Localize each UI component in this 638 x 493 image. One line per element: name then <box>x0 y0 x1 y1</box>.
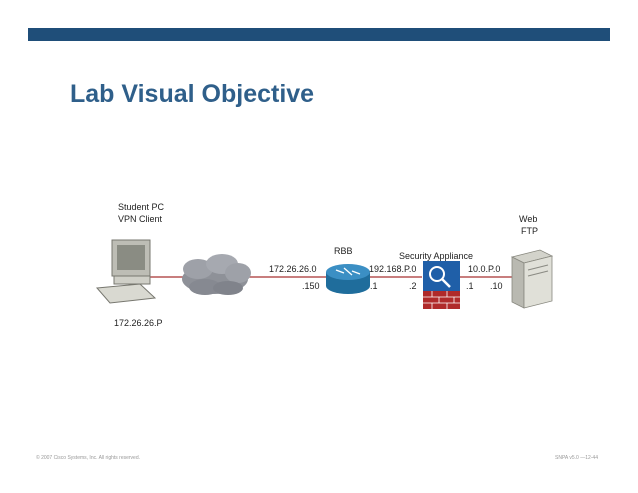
slide-number-footer: SNPA v5.0 —12-44 <box>555 455 598 461</box>
server-icon <box>510 249 554 309</box>
vpn-client-label: VPN Client <box>118 214 163 224</box>
router-icon <box>326 264 370 294</box>
student-pc-icon <box>95 239 157 304</box>
student-pc-ip-label: 172.26.26.P <box>114 318 163 328</box>
host-2-label: .2 <box>409 281 417 291</box>
student-pc-label: Student PC <box>118 202 165 212</box>
server-ftp-label: FTP <box>521 226 538 236</box>
network-10-label: 10.0.P.0 <box>468 264 501 274</box>
network-192-label: 192.168.P.0 <box>369 264 417 274</box>
cloud-icon <box>182 254 251 295</box>
router-label: RBB <box>334 246 353 256</box>
host-150-label: .150 <box>302 281 320 291</box>
server-web-label: Web <box>519 214 538 224</box>
host-1-router-label: .1 <box>370 281 378 291</box>
host-10-label: .10 <box>490 281 503 291</box>
slide-title: Lab Visual Objective <box>70 80 315 108</box>
network-172-label: 172.26.26.0 <box>269 264 317 274</box>
top-banner-bar <box>28 28 610 41</box>
security-appliance-icon <box>423 261 460 309</box>
appliance-label: Security Appliance <box>399 251 474 261</box>
copyright-footer: © 2007 Cisco Systems, Inc. All rights re… <box>36 455 141 461</box>
host-1-appliance-label: .1 <box>466 281 474 291</box>
